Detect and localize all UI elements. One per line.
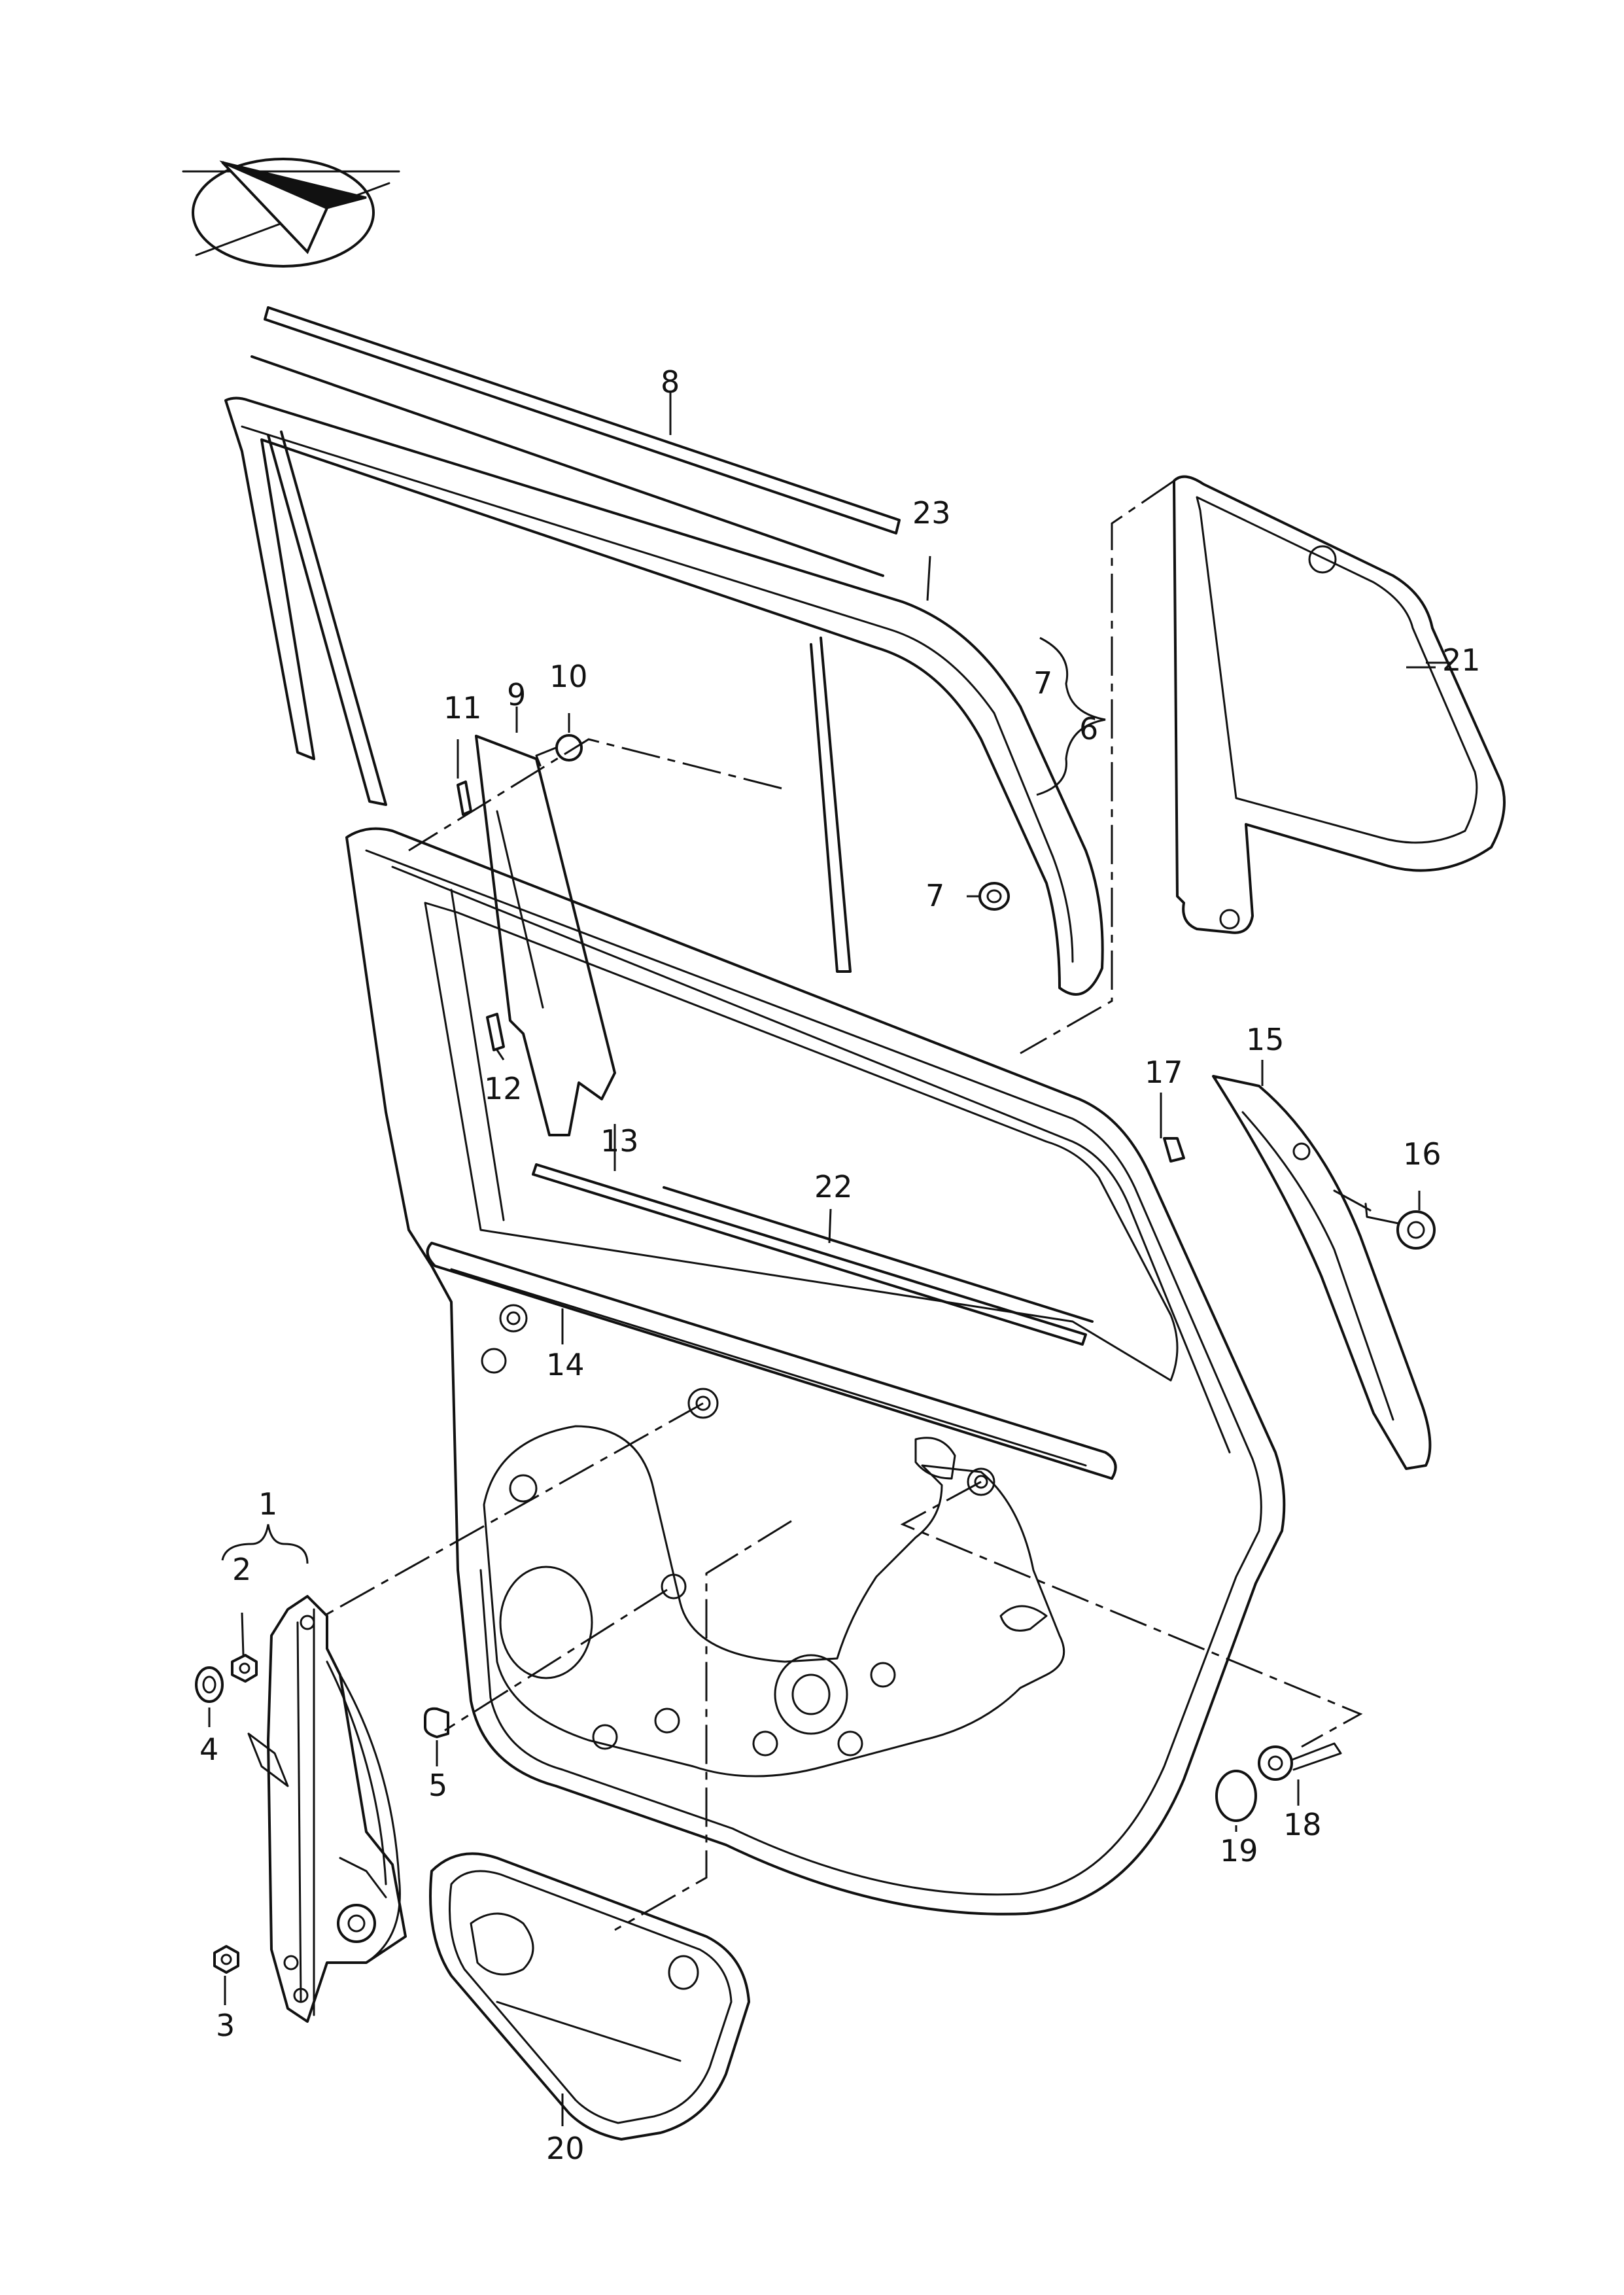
part-2-nut [231, 1654, 258, 1683]
part-15-pillar-trim [1212, 1075, 1432, 1470]
part-16-screw [1333, 1189, 1436, 1250]
part-20-cover-sheet [429, 1852, 750, 2141]
callout-7-upper: 7 [1033, 665, 1052, 701]
part-12-clip [486, 1013, 505, 1051]
callout-2: 2 [232, 1552, 251, 1587]
door-panel [345, 827, 1286, 1916]
callout-21: 21 [1442, 642, 1481, 678]
callout-9: 9 [507, 677, 526, 712]
callout-22: 22 [814, 1169, 853, 1204]
callout-11: 11 [443, 690, 482, 726]
callout-8: 8 [661, 364, 680, 400]
part-22-strip [663, 1186, 1094, 1323]
part-17-clip [1163, 1137, 1185, 1163]
callout-14: 14 [546, 1347, 585, 1382]
part-3-nut [213, 1945, 239, 1974]
callout-18: 18 [1283, 1807, 1322, 1842]
part-10-bolt [535, 734, 583, 767]
part-7-clip [978, 882, 1010, 911]
callout-20: 20 [546, 2131, 585, 2166]
part-18-screw [1258, 1742, 1342, 1781]
part-14-belt-seal [426, 1242, 1117, 1480]
part-5-plug [424, 1707, 449, 1738]
part-13-strip [532, 1163, 1087, 1346]
callout-6: 6 [1079, 711, 1098, 746]
callout-3: 3 [216, 2008, 235, 2043]
part-8-trim-strip [251, 306, 901, 577]
callout-17: 17 [1145, 1055, 1183, 1090]
orientation-arrow-icon [182, 158, 400, 268]
callout-1: 1 [258, 1486, 277, 1522]
part-23-frame-seal [224, 396, 1104, 996]
callout-12: 12 [484, 1071, 523, 1106]
callout-19: 19 [1220, 1833, 1258, 1868]
part-1-window-regulator [247, 1595, 407, 2023]
callout-13: 13 [600, 1123, 639, 1159]
callout-5: 5 [428, 1768, 447, 1803]
callout-15: 15 [1246, 1022, 1285, 1057]
part-11-clip [457, 780, 472, 816]
callout-10: 10 [549, 659, 588, 694]
part-4-washer [195, 1666, 224, 1703]
callout-23: 23 [912, 495, 951, 531]
callout-4: 4 [199, 1732, 218, 1767]
part-21-quarter-window [1173, 475, 1506, 934]
part-19-cap [1215, 1770, 1257, 1822]
callout-16: 16 [1403, 1136, 1442, 1172]
callout-7-lower: 7 [925, 878, 944, 913]
